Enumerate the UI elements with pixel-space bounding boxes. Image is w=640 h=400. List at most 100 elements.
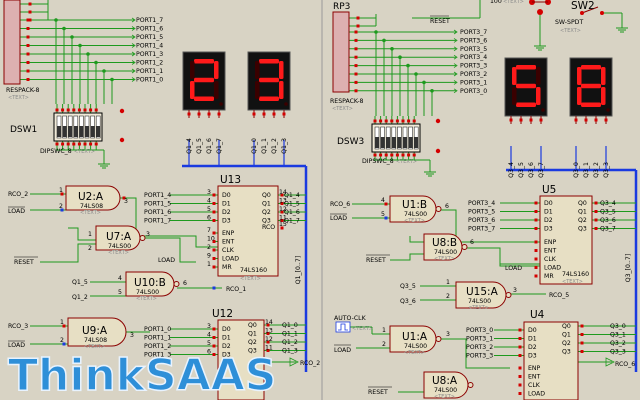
- chip-ctrl-name: ENT: [222, 239, 235, 246]
- chip-pin-name: Q0: [578, 200, 587, 207]
- pin-marker: [354, 64, 358, 68]
- gate-part: 74LS00: [108, 243, 131, 250]
- pin-num: 2: [59, 203, 63, 210]
- gate-ref: U8:A: [432, 375, 458, 387]
- chip-input-label: PORT1_1: [144, 335, 171, 342]
- pin-marker: [518, 366, 522, 370]
- respack-name: RESPACK-8: [6, 87, 40, 94]
- wire: [409, 236, 424, 243]
- pin-marker: [395, 153, 399, 157]
- pin-marker: [580, 333, 584, 336]
- segment-f: [255, 61, 260, 79]
- pin-marker: [534, 210, 538, 213]
- switch-part: SW-SPDT: [555, 19, 583, 26]
- net-label: LOAD: [334, 347, 351, 354]
- chip-pin-name: D1: [222, 201, 231, 208]
- pin-num: 5: [118, 289, 122, 296]
- pin-marker: [395, 119, 399, 123]
- net-label: Q3_6: [400, 298, 416, 305]
- port-arrow: [453, 38, 458, 43]
- net-label: RCO_1: [226, 286, 246, 293]
- chip-pin-num: 4: [207, 332, 211, 339]
- pin-marker: [66, 142, 70, 146]
- wire-junction: [414, 72, 418, 76]
- segment-c: [536, 87, 541, 105]
- dip-lever: [96, 126, 101, 137]
- port-label: PORT3_3: [460, 63, 487, 70]
- seg-pin-label: Q1_1: [261, 138, 268, 154]
- chip-pin-name: D3: [222, 218, 231, 225]
- pin-marker: [354, 38, 358, 42]
- pin-marker: [26, 44, 30, 47]
- wire-junction: [86, 52, 90, 56]
- nand-gate-u8a-bubble: [467, 382, 474, 388]
- pin-marker: [89, 142, 93, 146]
- pin-marker: [584, 118, 588, 122]
- nand-gate-u1a: [389, 325, 437, 353]
- gate-ref: U2:A: [78, 191, 104, 203]
- chip-pin-name: D3: [544, 226, 553, 233]
- gate-ref: U7:A: [106, 231, 132, 243]
- chip-output-label: Q3_0: [610, 323, 626, 330]
- pin-marker: [212, 248, 216, 252]
- pin-marker: [519, 118, 523, 122]
- pin-marker: [534, 218, 538, 222]
- port-arrow: [453, 80, 458, 85]
- pin-marker: [539, 118, 543, 122]
- gate-text: <TEXT>: [136, 296, 157, 302]
- wire-junction: [406, 63, 410, 68]
- chip-input-label: PORT3_4: [468, 200, 495, 207]
- pin-num: 4: [381, 197, 385, 204]
- port-arrow: [453, 63, 458, 68]
- pin-marker: [354, 80, 358, 84]
- component-layer: [3, 0, 613, 400]
- chip-output-label: Q3_4: [600, 200, 616, 207]
- pin-marker: [534, 227, 538, 230]
- chip-pin-name: Q1: [562, 332, 571, 339]
- counter-chip-u4: [523, 321, 579, 400]
- dip-lever: [62, 126, 67, 137]
- pin-marker: [212, 336, 216, 339]
- gate-ref: U10:B: [134, 277, 166, 289]
- pin-marker: [379, 119, 383, 123]
- pin-marker: [55, 142, 59, 146]
- chip-pin-num: 2: [207, 244, 211, 251]
- chip-output-label: Q1_1: [282, 331, 298, 338]
- pin-marker: [280, 202, 284, 205]
- segment-e: [255, 81, 260, 99]
- wire-junction: [390, 47, 394, 51]
- nand-gate-u1a-bubble: [435, 336, 442, 342]
- chip-part: 74LS160: [562, 271, 589, 278]
- clock-source[interactable]: [335, 321, 351, 333]
- net-label: LOAD: [505, 265, 522, 272]
- net-label: RCO_3: [8, 323, 28, 330]
- pin-marker: [534, 240, 538, 244]
- pin-dot: [435, 118, 441, 124]
- pin-marker: [83, 108, 87, 112]
- segment-f: [512, 67, 517, 85]
- chip-pin-num: 13: [279, 198, 287, 205]
- pin-dot: [119, 137, 125, 143]
- switch-terminal[interactable]: [537, 9, 543, 15]
- pin-marker: [354, 55, 358, 59]
- respack-right: [332, 11, 350, 93]
- net-label: Q1_2: [72, 294, 88, 301]
- seg-pin-label: Q1_2: [271, 138, 278, 154]
- segment-d: [194, 96, 214, 101]
- pin-marker: [534, 274, 538, 278]
- pin-marker: [518, 328, 522, 332]
- wire-junction: [110, 77, 114, 82]
- chip-ctrl-name: LOAD: [528, 391, 545, 398]
- clock-wave-icon: [338, 323, 348, 331]
- chip-ctrl-name: ENP: [222, 230, 235, 237]
- respack-text: <TEXT>: [332, 106, 353, 112]
- chip-pin-num: 14: [265, 319, 273, 326]
- pin-marker: [407, 119, 411, 123]
- dip-lever: [73, 126, 78, 137]
- dip-lever: [386, 137, 391, 148]
- wire-junction: [94, 60, 98, 65]
- port-arrow: [605, 357, 615, 367]
- pin-marker: [187, 112, 191, 116]
- pin-num: 1: [60, 319, 64, 326]
- segment-a: [194, 59, 214, 64]
